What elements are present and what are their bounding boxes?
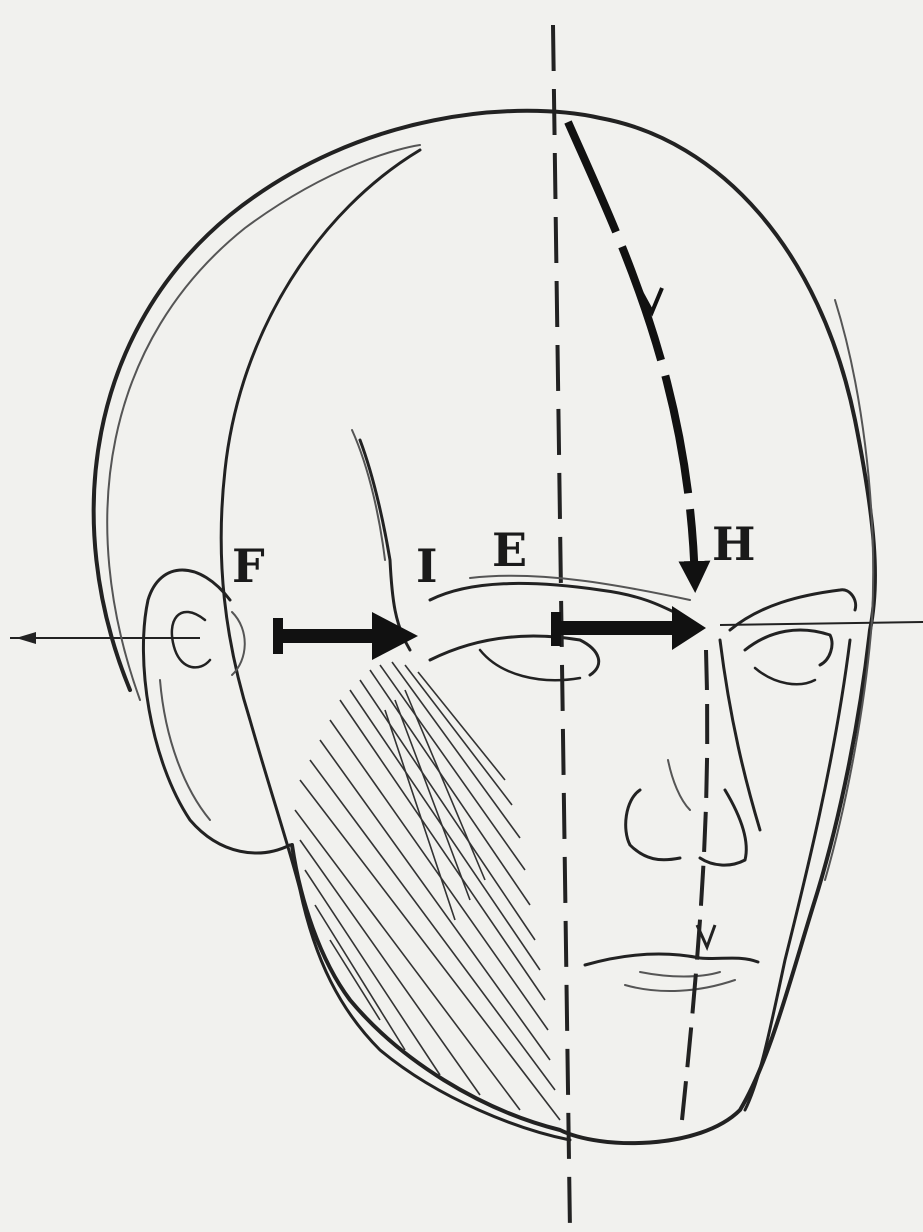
label-f: F <box>232 539 265 593</box>
h-vertical-guide <box>682 650 707 1120</box>
label-i: I <box>416 539 438 593</box>
label-h: H <box>712 517 755 571</box>
label-e: E <box>492 523 527 577</box>
nose <box>626 760 747 865</box>
horizontal-eye-line <box>10 622 923 644</box>
skull-outline <box>94 111 875 1143</box>
ear <box>143 570 290 853</box>
mouth <box>585 954 758 991</box>
e-to-h-arrow <box>556 606 706 650</box>
right-eye <box>745 630 832 684</box>
top-to-h-arrow <box>568 122 695 585</box>
shading-hatch <box>295 662 560 1120</box>
left-eye <box>430 636 599 680</box>
